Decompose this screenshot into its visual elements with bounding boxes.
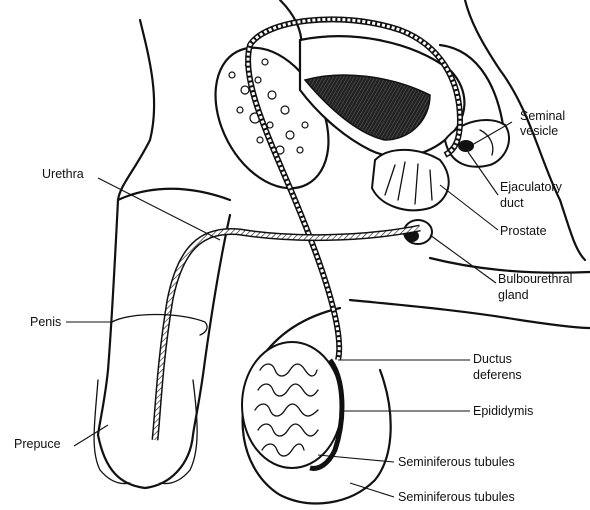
label-prostate: Prostate: [500, 224, 547, 238]
testis: [242, 342, 342, 468]
label-ductus-deferens: Ductus deferens: [473, 352, 522, 382]
label-bulbourethral-gland: Bulbourethral gland: [498, 272, 576, 302]
label-seminiferous-tubules-2: Seminiferous tubules: [398, 490, 515, 504]
penis-indicator: [112, 315, 207, 336]
label-epididymis: Epididymis: [473, 404, 533, 418]
label-seminiferous-tubules-1: Seminiferous tubules: [398, 455, 515, 469]
label-seminal-vesicle: Seminal vesicle: [520, 109, 569, 138]
label-urethra: Urethra: [42, 167, 84, 181]
label-prepuce: Prepuce: [14, 437, 61, 451]
label-ejaculatory-duct: Ejaculatory duct: [500, 180, 565, 210]
label-penis: Penis: [30, 315, 61, 329]
prostate: [372, 150, 449, 210]
